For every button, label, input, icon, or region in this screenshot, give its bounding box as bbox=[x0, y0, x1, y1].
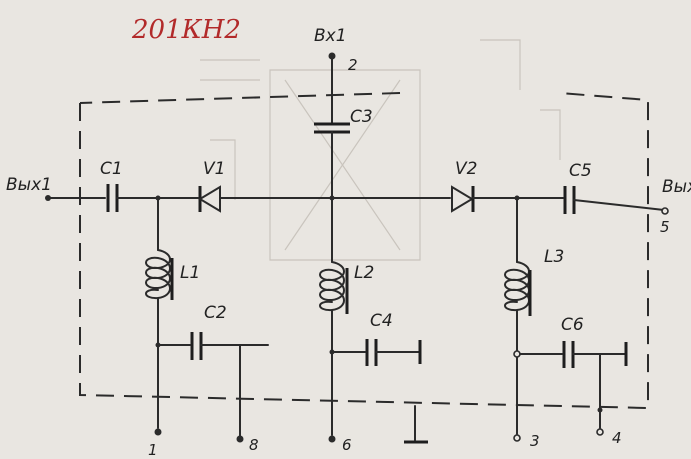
port-label-out2: Вых2 bbox=[662, 177, 691, 197]
junction-c2 bbox=[155, 342, 161, 348]
label-v2: V2 bbox=[455, 159, 477, 179]
terminal-out2 bbox=[661, 207, 669, 215]
label-l3: L3 bbox=[544, 247, 564, 267]
module-boundary bbox=[79, 92, 649, 410]
terminal-pin-4 bbox=[596, 428, 604, 436]
pin-label-6: 6 bbox=[342, 436, 352, 454]
pin-label-1: 1 bbox=[148, 441, 158, 459]
capacitor-c1 bbox=[106, 184, 119, 212]
junction-pin-4 bbox=[597, 407, 603, 413]
input-line-in1 bbox=[328, 52, 336, 125]
pin-label-2: 2 bbox=[348, 56, 358, 74]
inductor-l1 bbox=[145, 249, 174, 300]
capacitor-c2 bbox=[190, 332, 203, 360]
background-ghost-print bbox=[200, 39, 561, 261]
junction-c4 bbox=[329, 349, 335, 355]
label-c4: C4 bbox=[370, 311, 393, 331]
chip-title: 201КН2 bbox=[131, 15, 241, 45]
terminal-pin-8 bbox=[236, 435, 244, 443]
capacitor-c3 bbox=[314, 122, 350, 134]
label-l2: L2 bbox=[354, 263, 374, 283]
label-c3: C3 bbox=[350, 107, 373, 127]
pin-label-3: 3 bbox=[530, 432, 540, 450]
label-c1: C1 bbox=[100, 159, 123, 179]
port-label-in1: Вх1 bbox=[314, 26, 347, 46]
terminal-pin-1 bbox=[154, 428, 162, 436]
label-c6: C6 bbox=[561, 315, 584, 335]
main-line-right bbox=[573, 199, 665, 211]
junction-l3 bbox=[514, 195, 520, 201]
junction-l1 bbox=[155, 195, 161, 201]
diode-v2 bbox=[451, 185, 475, 213]
pin-label-8: 8 bbox=[249, 436, 259, 454]
label-c2: C2 bbox=[204, 303, 227, 323]
diode-v1 bbox=[198, 185, 221, 213]
pin-label-4: 4 bbox=[612, 429, 622, 447]
terminal-pin-3 bbox=[513, 434, 521, 442]
capacitor-c6 bbox=[562, 341, 575, 368]
terminal-out1 bbox=[45, 195, 51, 201]
junction-l2 bbox=[329, 195, 335, 201]
pin-label-5: 5 bbox=[660, 218, 670, 236]
label-v1: V1 bbox=[203, 159, 225, 179]
inductor-l2 bbox=[319, 261, 349, 314]
ground-symbol-bottom bbox=[404, 405, 428, 444]
capacitor-c4 bbox=[365, 339, 378, 366]
port-label-out1: Вых1 bbox=[6, 175, 52, 195]
label-l1: L1 bbox=[180, 263, 200, 283]
terminal-pin-6 bbox=[328, 435, 336, 443]
inductor-l3 bbox=[504, 261, 532, 316]
label-c5: C5 bbox=[569, 161, 592, 181]
capacitor-c5 bbox=[563, 186, 576, 214]
